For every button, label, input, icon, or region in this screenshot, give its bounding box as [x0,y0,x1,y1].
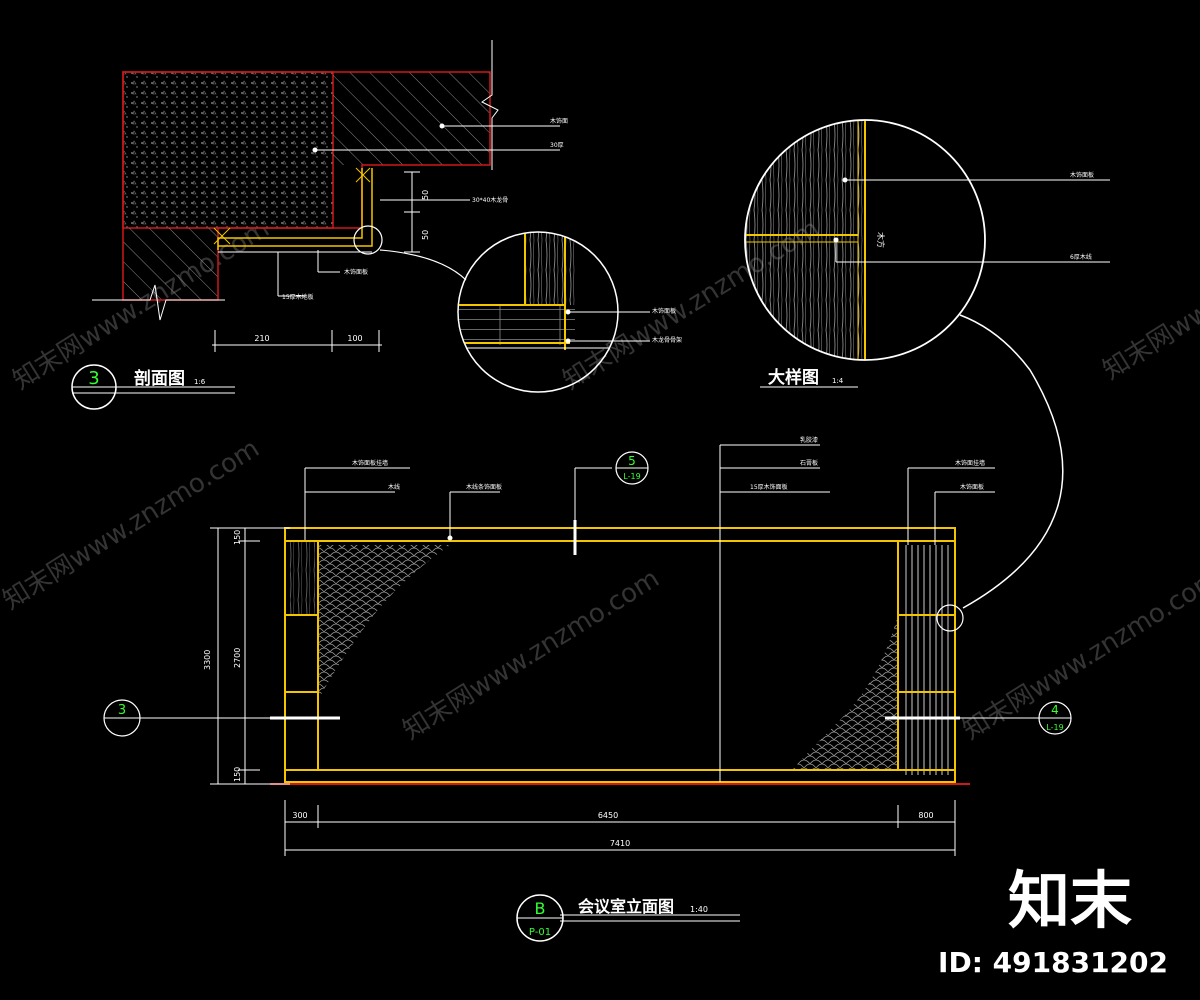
elev-note-tl-3: 木线条饰面板 [466,483,502,491]
elevation-view: 5 L-19 3 4 L-19 [103,436,1072,942]
wood-cross-2 [355,167,371,183]
elev-note-c-3: 15厚木饰面板 [750,483,788,491]
elev-note-tl-1: 木饰面板挂墙 [352,459,388,467]
elev-note-c-1: 乳胶漆 [800,436,818,444]
section-callout-circle [353,225,383,255]
cladding-line [217,168,363,250]
section-note-3: 30*40木龙骨 [472,196,508,204]
section-tag-number: 3 [88,368,99,389]
large-detail-side-note: 木方 [876,232,886,248]
elevation-callout-circle [936,604,964,632]
section-tag-left-number: 3 [118,703,126,718]
drawing-rect [458,305,575,345]
wood-cross [213,227,231,245]
drawing-g [792,615,898,770]
large-detail-title: 大样图 [768,367,819,388]
elevation-tag-sheet: P-01 [529,927,551,938]
dim-left-inner-2: 2700 [233,648,242,668]
section-horizontal-dims [212,330,382,352]
drawing-g [458,232,618,350]
detail-section-circle: 木饰面板 木龙骨骨架 [457,231,682,393]
brand-logo: 知末 [1008,864,1132,937]
brand-id: ID: 491831202 [938,946,1168,979]
watermark-text: 知末网www.znzmo.com [0,434,265,616]
section-note-4: 木饰面板 [344,268,368,276]
watermark-text: 知末网www.znzmo.com [958,564,1200,746]
callout-connector-1 [379,249,467,281]
cladding-line-2 [218,168,373,247]
detail-note-2: 木龙骨骨架 [652,336,682,344]
large-detail-circle: 木饰面板 6厚木线 木方 大样图 1:4 [744,119,1110,388]
dim-left-outer: 3300 [203,650,212,670]
wall-hatch-lower [123,228,218,300]
elev-note-r-2: 木饰面板 [960,483,984,491]
drawing-circle [565,309,571,315]
drawing-g [833,177,1110,263]
dim-bottom-3: 800 [918,811,933,820]
drawing-rect [284,527,956,783]
section-note-5: 15厚木地板 [282,293,314,301]
dim-horizontal-1: 210 [254,334,269,343]
drawing-g [565,309,650,344]
elevation-scale: 1:40 [690,905,708,914]
callout-connector-2 [959,314,1064,609]
dim-vertical-2: 50 [421,230,430,240]
dim-bottom-2: 6450 [598,811,618,820]
break-line-bottom [92,284,225,321]
dim-left-inner-1: 150 [233,530,242,545]
drawing-g [745,120,866,360]
large-detail-note-1: 木饰面板 [1070,171,1094,179]
break-line-right [481,40,499,170]
section-view: 木饰面 30厚 30*40木龙骨 木饰面板 15厚木地板 50 50 210 1… [71,40,568,410]
detail-note-1: 木饰面板 [652,307,676,315]
dim-vertical-1: 50 [421,190,430,200]
dim-bottom-total: 7410 [610,839,630,848]
right-panel-stripes [905,545,949,775]
section-note-2: 30厚 [550,142,564,149]
drawing-circle [744,119,986,361]
elev-note-r-1: 木饰面挂墙 [955,459,985,467]
drawing-rect [525,232,575,305]
elevation-frame [284,527,956,783]
elevation-tag-letter: B [535,899,546,918]
dim-left-inner-3: 150 [233,767,242,782]
dim-bottom-1: 300 [292,811,307,820]
drawing-rect [318,545,450,700]
elev-note-tl-2: 木线 [388,483,400,491]
section-note-1: 木饰面 [550,117,568,125]
section-title: 剖面图 [134,368,185,389]
section-tag-right-sheet: L-19 [1046,723,1063,732]
watermark-text: 知末网www.znzmo.com [1098,204,1200,386]
section-vertical-dims [404,171,420,253]
elev-note-c-2: 石膏板 [800,459,818,467]
drawing-circle [447,535,453,541]
elevation-title: 会议室立面图 [578,897,674,916]
dim-horizontal-2: 100 [347,334,362,343]
drawing-circle [565,338,571,344]
drawing-circle [439,123,445,129]
watermark-text: 知末网www.znzmo.com [398,564,665,746]
large-detail-scale: 1:4 [832,377,844,385]
section-scale: 1:6 [194,378,206,386]
section-leaders [277,123,560,297]
drawing-g [304,444,995,545]
section-tag-top-sheet: L-19 [623,472,640,481]
section-tag-top-number: 5 [628,454,636,468]
concrete-block [122,71,334,229]
drawing-circle [312,147,318,153]
elevation-left-dims [210,527,290,785]
drawing-circle [842,177,848,183]
drawing-rect [745,120,865,360]
elevation-bottom-dims [284,800,956,856]
drawing-g [318,545,450,700]
section-tag-right-number: 4 [1051,703,1059,717]
wall-hatch [333,72,490,165]
drawing-rect [792,615,898,770]
drawing-rect [290,540,315,615]
drawing-circle [833,237,839,243]
large-detail-note-2: 6厚木线 [1070,253,1092,261]
